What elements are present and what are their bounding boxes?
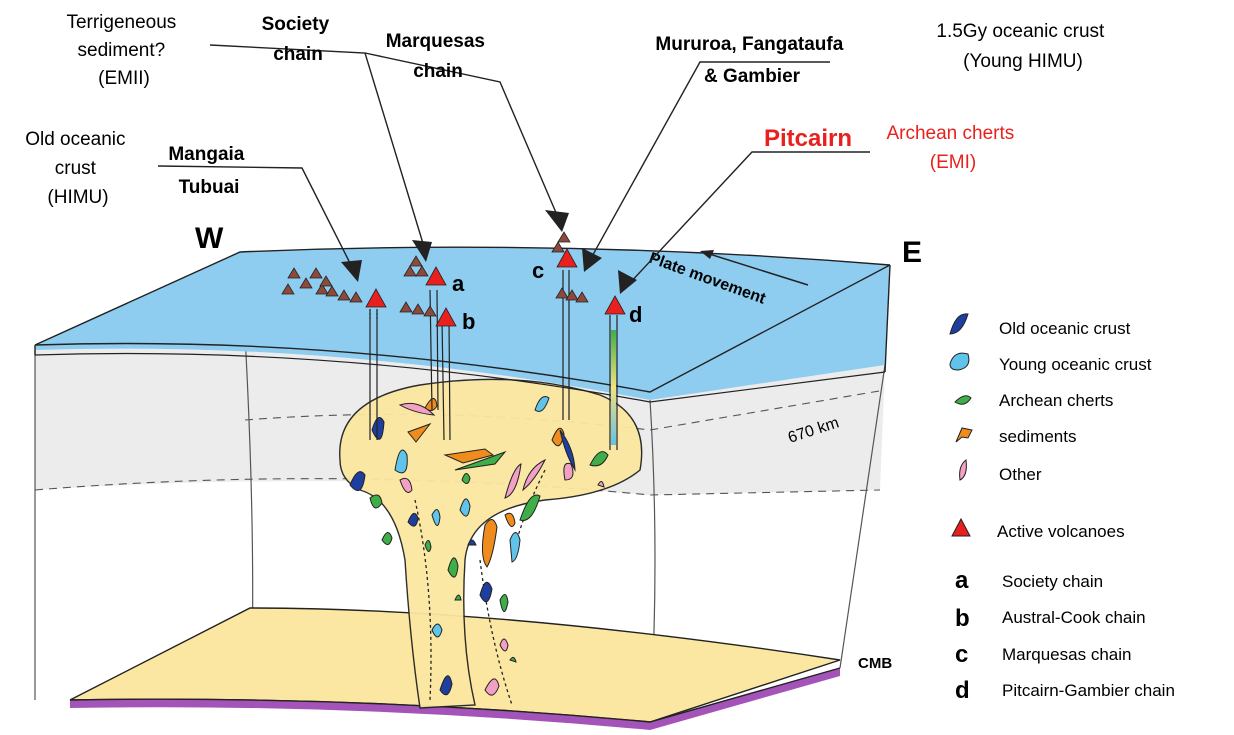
legend-label: sediments (999, 427, 1076, 446)
legend-chain-a: a Society chain (955, 567, 1103, 594)
volcano-letter-b: b (462, 309, 475, 334)
legend-item-volcano: Active volcanoes (952, 519, 1125, 541)
label-archean-cherts: Archean cherts (EMI) (886, 123, 1019, 173)
legend-chain-c: c Marquesas chain (955, 641, 1131, 668)
legend-chain-letter: d (955, 677, 970, 704)
legend-chain-label: Pitcairn-Gambier chain (1002, 681, 1175, 700)
cmb-label: CMB (858, 655, 892, 672)
label-terrigeneous: Terrigeneous sediment? (EMII) (66, 12, 181, 89)
west-label: W (195, 222, 224, 255)
legend-item-old-crust: Old oceanic crust (950, 314, 1131, 338)
legend-item-young-crust: Young oceanic crust (950, 353, 1152, 374)
legend-label: Young oceanic crust (999, 355, 1152, 374)
legend-item-archean: Archean cherts (955, 391, 1113, 410)
legend-chain-label: Austral-Cook chain (1002, 608, 1146, 627)
label-old-crust: Old oceanic crust (HIMU) (25, 129, 131, 208)
volcano-letter-d: d (629, 302, 642, 327)
label-marquesas-chain: Marquesas chain (386, 31, 491, 82)
sediment-icon (956, 428, 972, 442)
legend-chain-letter: b (955, 605, 970, 632)
other-icon (960, 460, 967, 480)
legend-chain-letter: a (955, 567, 969, 594)
volcano-icon (952, 519, 970, 536)
label-young-crust: 1.5Gy oceanic crust (Young HIMU) (936, 21, 1109, 72)
legend-chain-label: Society chain (1002, 572, 1103, 591)
legend-item-sediments: sediments (956, 427, 1076, 446)
legend-label: Other (999, 465, 1042, 484)
legend-label: Old oceanic crust (999, 319, 1131, 338)
legend-label: Active volcanoes (997, 522, 1125, 541)
east-label: E (902, 236, 922, 269)
label-society-chain: Society chain (262, 14, 335, 65)
volcano-letter-a: a (452, 271, 465, 296)
legend-chain-d: d Pitcairn-Gambier chain (955, 677, 1175, 704)
label-mangaia-tubuai: Mangaia Tubuai (168, 144, 249, 198)
label-mururoa: Mururoa, Fangataufa & Gambier (655, 34, 848, 87)
old-crust-icon (950, 314, 968, 334)
legend: Old oceanic crust Young oceanic crust Ar… (950, 314, 1175, 704)
legend-label: Archean cherts (999, 391, 1113, 410)
legend-chain-label: Marquesas chain (1002, 645, 1131, 664)
archean-chert-icon (955, 396, 971, 405)
volcano-letter-c: c (532, 258, 544, 283)
legend-item-other: Other (960, 460, 1042, 484)
young-crust-icon (950, 353, 969, 370)
legend-chain-letter: c (955, 641, 968, 668)
legend-chain-b: b Austral-Cook chain (955, 605, 1146, 632)
label-pitcairn: Pitcairn (764, 125, 852, 152)
